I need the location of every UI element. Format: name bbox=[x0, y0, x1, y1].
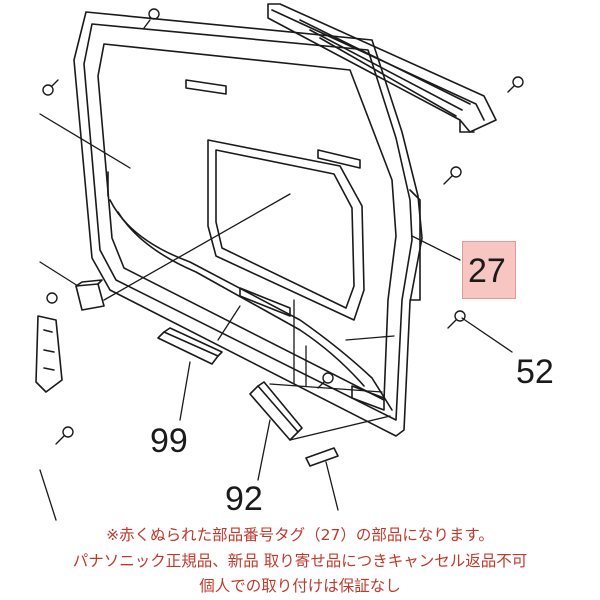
part-label-99: 99 bbox=[150, 422, 188, 460]
leader-lines bbox=[39, 113, 513, 521]
rubber-piece-part bbox=[305, 447, 339, 467]
note-line-2: パナソニック正規品、新品 取り寄せ品につきキャンセル返品不可 bbox=[72, 552, 528, 570]
vent-grille-part bbox=[267, 3, 497, 133]
rod-part-99 bbox=[157, 327, 223, 365]
bar-part-92 bbox=[249, 381, 303, 441]
part-label-27: 27 bbox=[468, 252, 506, 290]
highlighted-part-tag: 27 bbox=[462, 241, 516, 299]
latch-assembly-part bbox=[35, 315, 63, 393]
part-label-92: 92 bbox=[225, 480, 263, 518]
door-frame-part bbox=[73, 11, 423, 437]
note-line-1: ※赤くぬられた部品番号タグ（27）の部品になります。 bbox=[106, 526, 494, 544]
note-line-3: 個人での取り付けは保証なし bbox=[199, 577, 401, 595]
part-label-52: 52 bbox=[516, 353, 554, 391]
clip-part bbox=[75, 279, 105, 311]
